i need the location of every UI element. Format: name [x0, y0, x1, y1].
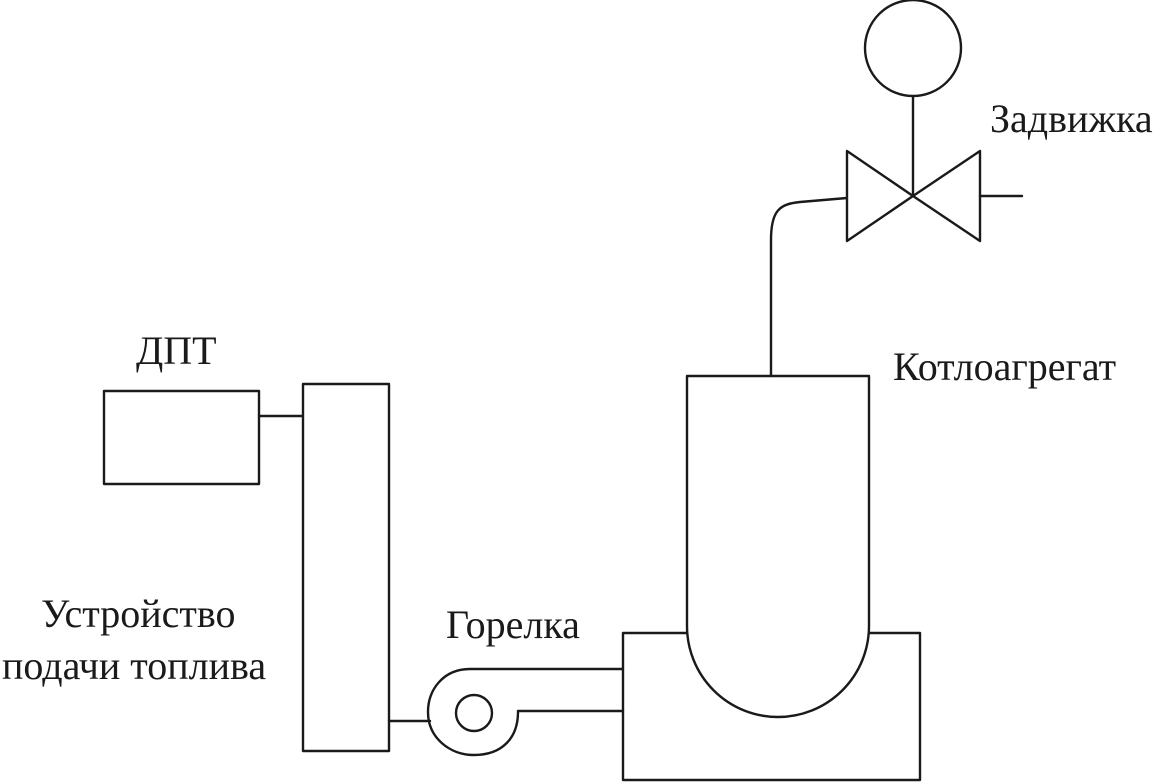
feeder-label-line1: Устройство: [41, 591, 236, 636]
dc-motor: [102, 389, 261, 486]
boiler-label: Котлоагрегат: [893, 344, 1116, 389]
motor-label: ДПТ: [136, 328, 217, 373]
fuel-feeder: [301, 382, 391, 753]
boiler-drum: [685, 374, 871, 719]
feeder-label-line2: подачи топлива: [2, 643, 266, 688]
steam-pipe: [769, 196, 849, 378]
valve-actuator-icon: [863, 0, 963, 98]
burner-label: Горелка: [446, 602, 580, 647]
valve-label: Задвижка: [990, 96, 1153, 141]
gate-valve: [845, 94, 1024, 243]
burner: [426, 667, 625, 757]
